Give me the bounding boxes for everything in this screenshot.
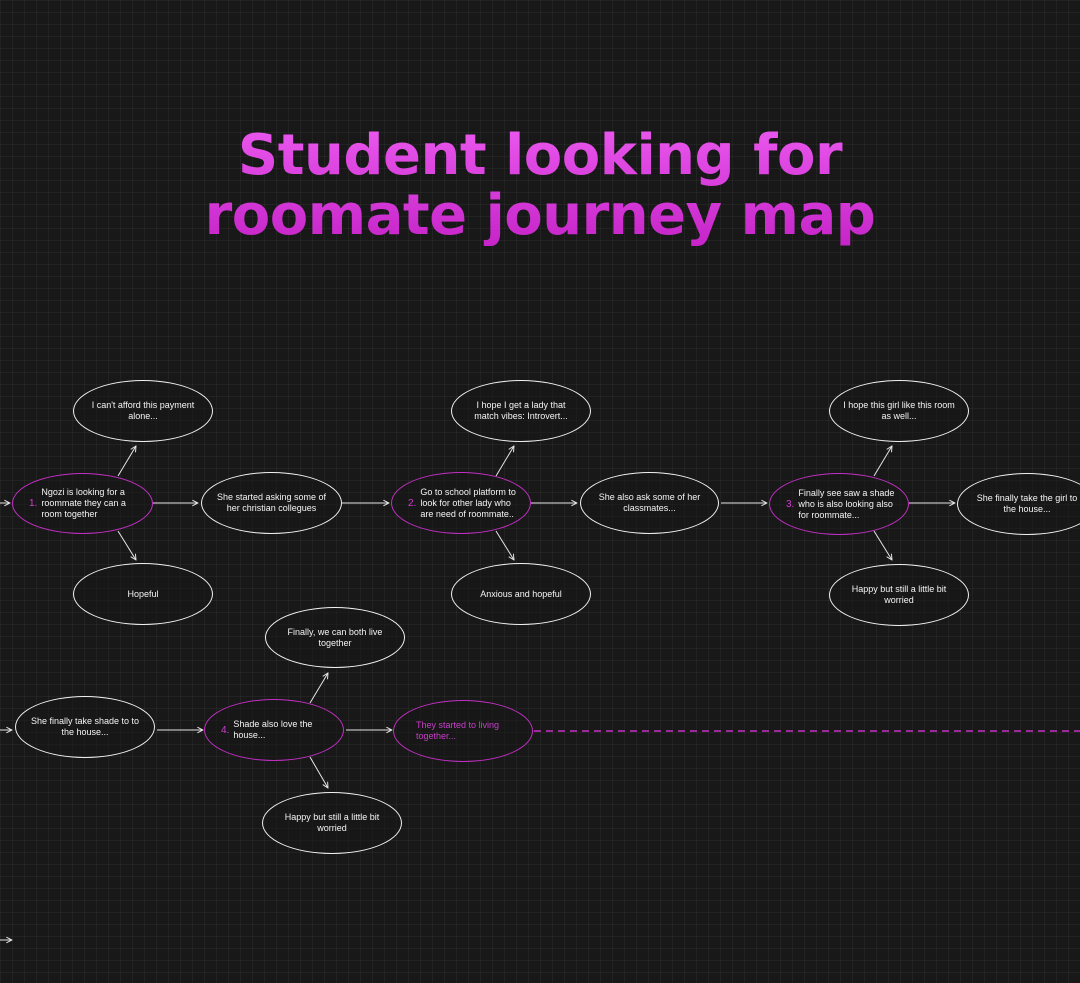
node-label: Finally, we can both live together <box>287 626 383 648</box>
node-take-shade: She finally take shade to to the house..… <box>15 696 155 758</box>
step-text: Finally see saw a shade who is also look… <box>798 487 895 520</box>
step-2-node: 2. Go to school platform to look for oth… <box>391 472 531 534</box>
node-cant-afford: I can't afford this payment alone... <box>73 380 213 442</box>
step-number: 2. <box>408 497 417 509</box>
node-both-live: Finally, we can both live together <box>265 607 405 668</box>
arrow-step4-down <box>309 756 328 788</box>
node-living-together: They started to living together... <box>393 700 533 762</box>
step-text: Shade also love the house... <box>233 719 313 740</box>
node-ask-classmates: She also ask some of her classmates... <box>580 472 719 534</box>
node-label: She started asking some of her christian… <box>216 492 327 513</box>
node-label: Happy but still a little bit worried <box>284 812 380 833</box>
node-anxious-hopeful: Anxious and hopeful <box>451 563 591 625</box>
step-text: Go to school platform to look for other … <box>420 486 516 519</box>
node-happy-worried-1: Happy but still a little bit worried <box>829 564 969 626</box>
step-3-node: 3. Finally see saw a shade who is also l… <box>769 473 909 535</box>
arrow-step1-up <box>117 446 136 477</box>
node-label: She also ask some of her classmates... <box>598 492 701 513</box>
node-label: Happy but still a little bit worried <box>851 584 947 605</box>
node-hope-lady: I hope I get a lady that match vibes: In… <box>451 380 591 442</box>
node-label: Anxious and hopeful <box>480 588 562 599</box>
arrow-step4-up <box>309 673 328 704</box>
node-label: I hope I get a lady that match vibes: In… <box>474 400 568 421</box>
node-started-asking: She started asking some of her christian… <box>201 472 342 534</box>
step-text: Ngozi is looking for a roommate they can… <box>41 487 126 519</box>
node-label: Hopeful <box>127 588 159 599</box>
step-number: 3. <box>786 498 795 510</box>
step-4-node: 4. Shade also love the house... <box>204 699 344 761</box>
arrow-step3-up <box>873 446 892 477</box>
node-hopeful: Hopeful <box>73 563 213 625</box>
arrow-step3-down <box>873 530 892 560</box>
node-label: They started to living together... <box>416 720 500 741</box>
node-take-girl: She finally take the girl to the house..… <box>957 473 1080 535</box>
arrow-step1-down <box>117 530 136 560</box>
arrow-step2-up <box>495 446 514 477</box>
node-hope-girl: I hope this girl like this room as well.… <box>829 380 969 442</box>
arrow-step2-down <box>495 530 514 560</box>
node-label: She finally take the girl to the house..… <box>976 493 1078 514</box>
node-label: She finally take shade to to the house..… <box>30 716 140 737</box>
node-label: I hope this girl like this room as well.… <box>843 400 955 421</box>
node-label: I can't afford this payment alone... <box>91 400 195 421</box>
step-1-node: 1. Ngozi is looking for a roommate they … <box>12 473 153 534</box>
node-happy-worried-2: Happy but still a little bit worried <box>262 792 402 854</box>
step-number: 1. <box>29 498 38 509</box>
step-number: 4. <box>221 724 230 736</box>
